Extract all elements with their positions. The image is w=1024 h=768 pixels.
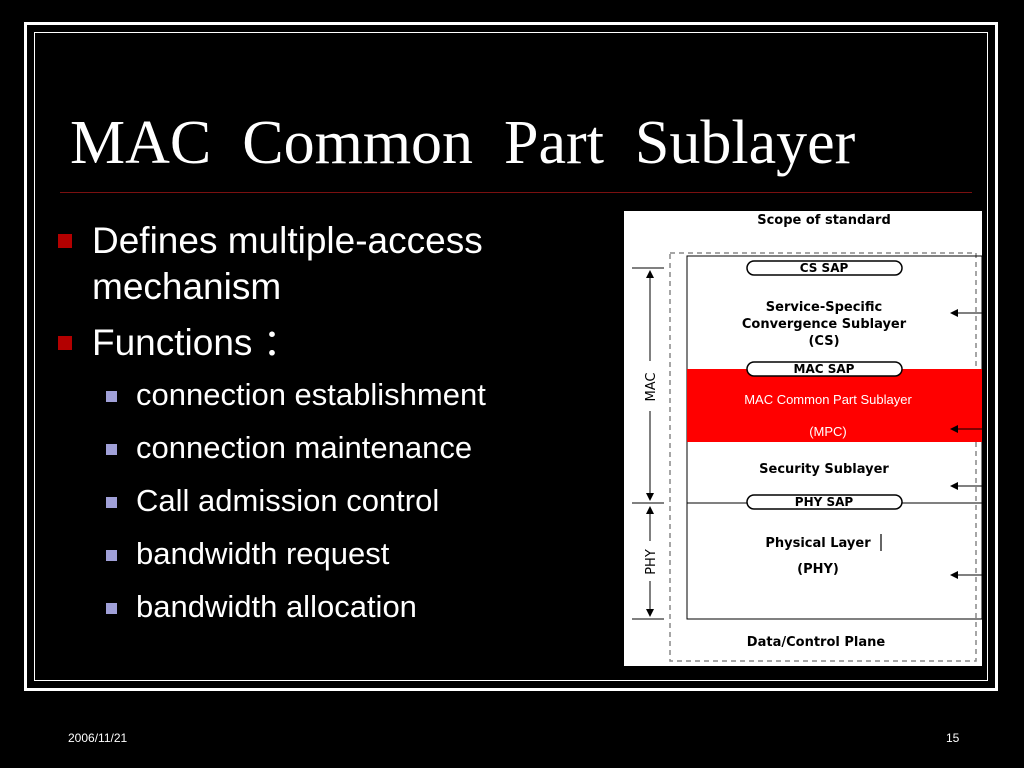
sub-bullet-item: Call admission control	[56, 482, 616, 520]
sub-bullet-item: bandwidth request	[56, 535, 616, 573]
mac-sap-label: MAC SAP	[794, 362, 855, 376]
cs-label-line2: Convergence Sublayer	[742, 317, 907, 332]
phy-label-line1: Physical Layer	[765, 536, 871, 551]
plane-label: Data/Control Plane	[747, 635, 886, 650]
security-sublayer-label: Security Sublayer	[759, 462, 889, 477]
sub-bullet-text: connection maintenance	[136, 430, 473, 465]
phy-axis-label: PHY	[644, 549, 659, 575]
sub-bullet-text: connection establishment	[136, 377, 486, 412]
bullet-text: Defines multiple-access mechanism	[92, 220, 483, 307]
protocol-stack-diagram: Scope of standard CS SAP Service-Specifi…	[624, 211, 982, 666]
sub-bullet-item: bandwidth allocation	[56, 588, 616, 626]
sub-bullet-text: Call admission control	[136, 483, 440, 518]
bullet-text: Functions ：	[92, 322, 300, 363]
sub-bullet-item: connection establishment	[56, 376, 616, 414]
sub-bullet-square-icon	[106, 444, 117, 455]
cs-label-line3: (CS)	[808, 334, 839, 349]
sub-bullet-item: connection maintenance	[56, 429, 616, 467]
scope-label: Scope of standard	[757, 213, 891, 228]
bullet-square-icon	[58, 336, 72, 350]
slide-title: MAC Common Part Sublayer	[70, 109, 856, 177]
slide-inner-frame	[34, 32, 988, 681]
phy-sap-pill	[746, 494, 903, 510]
title-divider	[60, 192, 972, 193]
cs-sap-label: CS SAP	[800, 261, 849, 275]
sub-bullet-square-icon	[106, 550, 117, 561]
bullet-square-icon	[58, 234, 72, 248]
bullet-item: Defines multiple-access mechanism	[56, 218, 616, 310]
cs-label-line1: Service-Specific	[766, 300, 882, 315]
sub-bullet-text: bandwidth request	[136, 536, 390, 571]
phy-sap-label: PHY SAP	[795, 495, 854, 509]
mpc-highlight-box	[687, 369, 982, 442]
bullet-item: Functions ：	[56, 320, 616, 366]
phy-label-line2: (PHY)	[797, 562, 839, 577]
bullet-list: Defines multiple-access mechanism Functi…	[56, 218, 616, 641]
scope-dashed-border	[669, 252, 977, 662]
cs-sap-pill	[746, 260, 903, 276]
sub-bullet-square-icon	[106, 603, 117, 614]
sub-bullet-text: bandwidth allocation	[136, 589, 417, 624]
sub-bullet-square-icon	[106, 391, 117, 402]
sub-bullet-square-icon	[106, 497, 117, 508]
mpc-label-line1: MAC Common Part Sublayer	[744, 392, 912, 407]
slide-outer-frame	[24, 22, 998, 691]
footer-date: 2006/11/21	[68, 731, 128, 745]
mac-sap-pill	[746, 361, 903, 377]
mpc-label-line2: (MPC)	[809, 424, 847, 439]
mac-axis-label: MAC	[644, 373, 659, 402]
page-number: 15	[946, 731, 960, 745]
